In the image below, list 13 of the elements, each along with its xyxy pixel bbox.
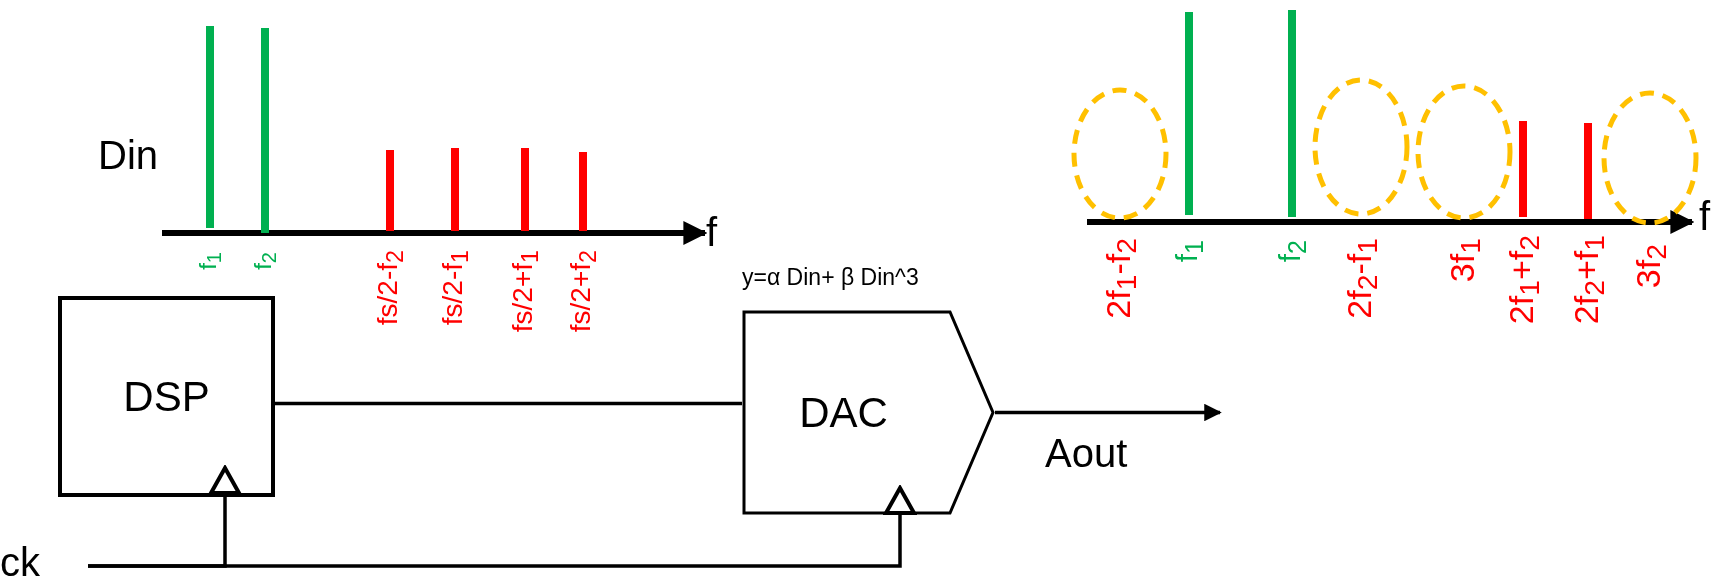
dsp-block [58, 296, 275, 497]
block-label: DSP [123, 375, 210, 418]
signal-line [275, 401, 742, 406]
transfer-function-label: y=α Din+ β Din^3 [742, 266, 919, 289]
edge-label: Aout [1045, 432, 1128, 473]
axis-label: f [706, 212, 718, 252]
block-label: DAC [799, 391, 888, 434]
clock-signal-label: ck [0, 542, 40, 582]
spectrum-label: Din [98, 135, 159, 175]
arrow [995, 403, 1222, 422]
signal-line [88, 515, 902, 568]
axis-label: f [1699, 196, 1711, 236]
dac-block [742, 310, 995, 515]
